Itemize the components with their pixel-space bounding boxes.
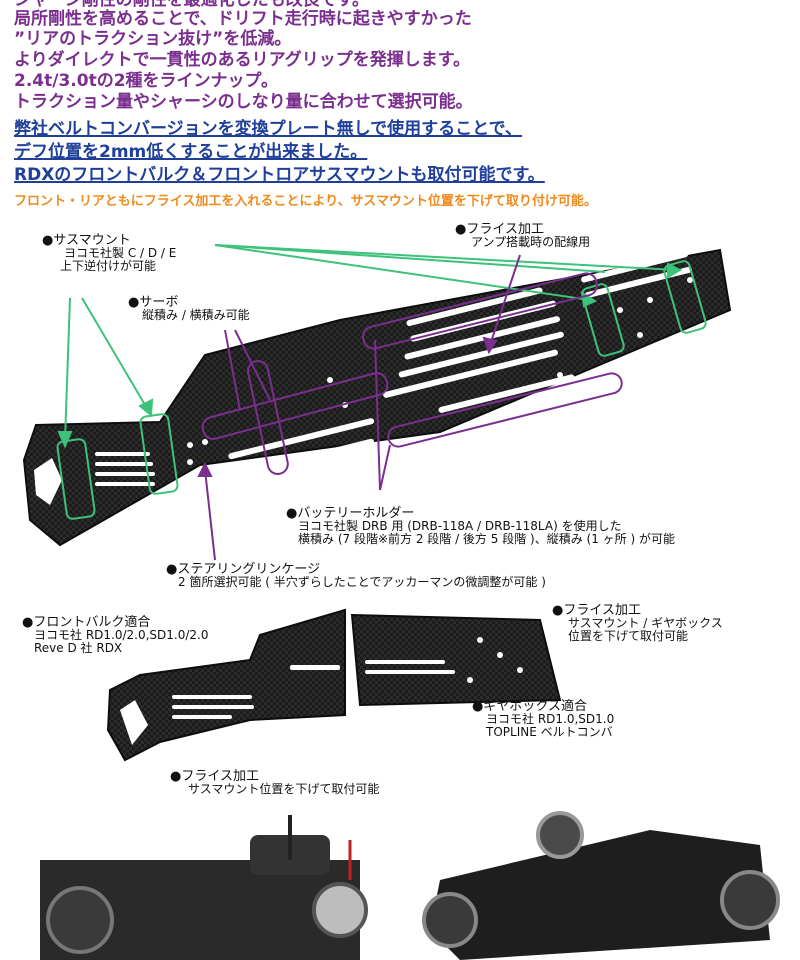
note-sus-mount: ●サスマウント ヨコモ社製 C / D / E 上下逆付けが可能: [42, 233, 177, 273]
headline-cut: シャーシ剛性の剛性を最適化したも改良です。: [14, 0, 369, 10]
car-photo-right: [422, 811, 780, 960]
headline-blue-1: 弊社ベルトコンバージョンを変換プレート無しで使用することで、: [14, 119, 522, 139]
headline-line-3: よりダイレクトで一貫性のあるリアグリップを発揮します。: [14, 50, 471, 70]
front-detail-plate: [106, 608, 346, 762]
headline-line-5: トラクション量やシャーシのしなり量に合わせて選択可能。: [14, 92, 473, 112]
headline-blue-2: デフ位置を2mm低くすることが出来ました。: [14, 142, 368, 162]
note-gearbox: ●ギヤボックス適合 ヨコモ社 RD1.0,SD1.0 TOPLINE ベルトコン…: [472, 699, 615, 739]
headline-orange: フロント・リアともにフライス加工を入れることにより、サスマウント位置を下げて取り…: [14, 194, 597, 209]
headline-line-2: ”リアのトラクション抜け”を低減。: [14, 29, 292, 49]
note-front-bulk: ●フロントバルク適合 ヨコモ社 RD1.0/2.0,SD1.0/2.0 Reve…: [22, 615, 209, 655]
headline-line-4: 2.4t/3.0tの2種をラインナップ。: [14, 71, 279, 91]
note-servo: ●サーボ 縦積み / 横積み可能: [128, 295, 250, 322]
rear-detail-plate: [350, 613, 562, 707]
note-battery-holder: ●バッテリーホルダー ヨコモ社製 DRB 用 (DRB-118A / DRB-1…: [286, 506, 675, 546]
note-milling-gearbox: ●フライス加工 サスマウント / ギヤボックス 位置を下げて取付可能: [552, 603, 723, 643]
car-photo-left: [40, 815, 368, 960]
headline-blue-3: RDXのフロントバルク＆フロントロアサスマウントも取付可能です。: [14, 165, 545, 185]
note-milling-amp: ●フライス加工 アンプ搭載時の配線用: [455, 222, 591, 249]
note-milling-sus: ●フライス加工 サスマウント位置を下げて取付可能: [170, 769, 380, 796]
note-steering-linkage: ●ステアリングリンケージ 2 箇所選択可能 ( 半穴ずらしたことでアッカーマンの…: [166, 562, 546, 589]
headline-line-1: 局所剛性を高めることで、ドリフト走行時に起きやすかった: [14, 9, 472, 29]
